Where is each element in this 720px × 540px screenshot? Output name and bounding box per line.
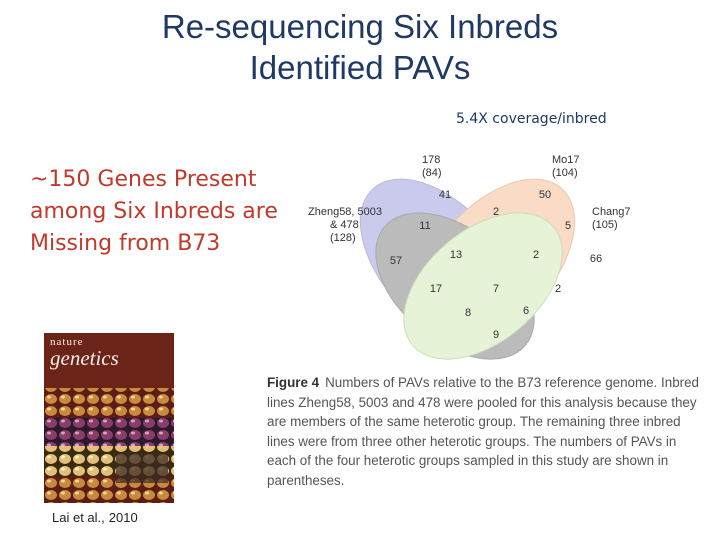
venn-ellipse-chang [403,212,563,360]
genes-statement: ~150 Genes Present among Six Inbreds are… [30,164,310,260]
journal-logo-line-1: nature [50,336,84,348]
title-line-1: Re-sequencing Six Inbreds [161,8,559,45]
journal-cover-image: nature genetics [44,333,174,503]
genes-statement-line-1: ~150 Genes Present [30,167,257,192]
citation: Lai et al.,2010 [52,510,138,525]
genes-statement-line-2: among Six Inbreds are [30,199,278,224]
region-value-178-mo17-zheng: 13 [450,249,462,261]
region-value-only-chang: 66 [590,253,602,265]
region-value-zheng-chang: 9 [493,329,499,341]
venn-ellipse-mo17 [414,178,576,348]
set-label-zheng-line1: Zheng58, 5003 [308,206,382,218]
venn-ellipse-zheng [375,212,535,360]
region-value-178-chang: 2 [555,283,561,295]
corn-kernels-graphic [44,333,174,503]
genes-statement-line-3: Missing from B73 [30,231,221,256]
journal-logo-line-2: genetics [50,346,119,370]
region-value-mo17-chang: 5 [565,220,571,232]
set-label-chang-name: Chang7-2 [592,206,630,218]
region-value-zheng-mo17-chang: 8 [465,307,471,319]
region-value-all-four: 7 [493,283,499,295]
citation-authors: Lai et al., [52,510,105,525]
region-value-178-zheng-chang: 6 [523,305,529,317]
set-label-mo17-count: (104) [552,167,578,179]
set-label-mo17-name: Mo17 [552,154,580,166]
set-label-178-name: 178 [422,154,440,166]
figure-caption-text: Numbers of PAVs relative to the B73 refe… [267,375,699,488]
region-value-178-zheng: 11 [419,220,430,232]
region-value-178-mo17-chang: 2 [533,249,539,261]
region-value-only-zheng: 57 [390,255,402,267]
region-value-zheng-mo17: 17 [430,283,442,295]
citation-year: 2010 [108,510,138,525]
journal-logo: nature genetics [50,337,119,369]
venn-diagram: 178 (84) Mo17 (104) Zheng58, 5003 & 478 … [308,154,630,360]
region-value-178-mo17: 2 [493,206,499,218]
figure-label: Figure 4 [267,375,320,390]
set-label-178-count: (84) [422,167,442,179]
region-value-only-mo17: 50 [539,189,551,201]
coverage-note: 5.4X coverage/inbred [456,111,607,127]
set-label-zheng-line2: & 478 [330,219,359,231]
set-label-zheng-count: (128) [330,232,356,244]
region-value-only-178: 41 [439,189,451,201]
title-line-2: Identified PAVs [249,49,471,86]
venn-ellipse-178 [359,178,521,348]
slide-title: Re-sequencing Six Inbreds Identified PAV… [0,6,720,88]
set-label-chang-count: (105) [592,219,618,231]
